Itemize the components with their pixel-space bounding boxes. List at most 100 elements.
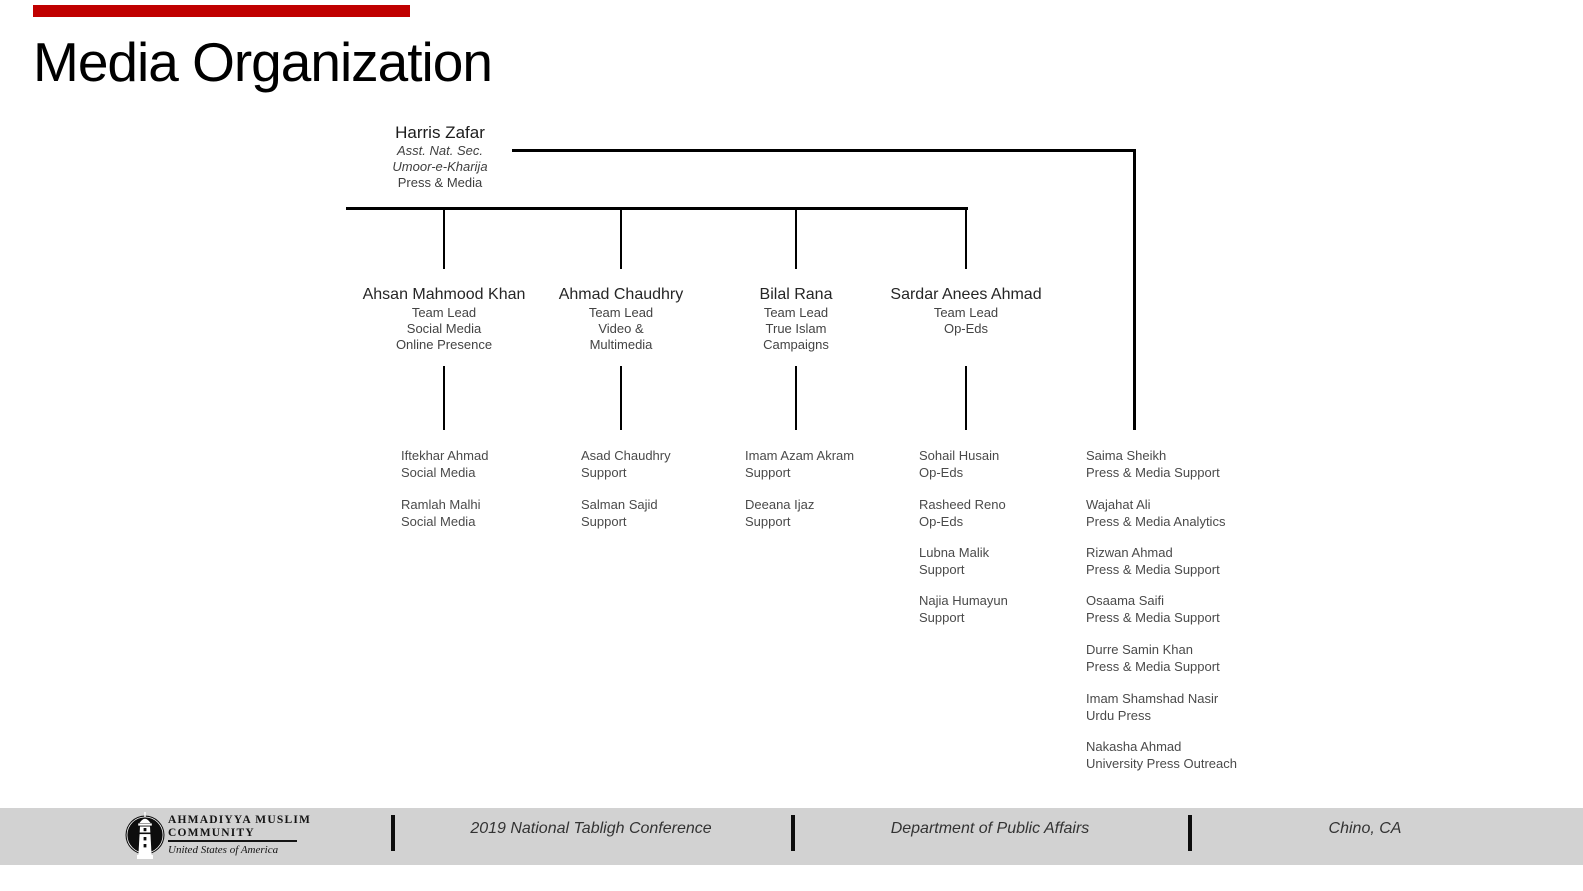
community-country: United States of America — [168, 844, 279, 856]
team-node-social-media: Ahsan Mahmood Khan Team Lead Social Medi… — [274, 284, 614, 353]
member-role: Op-Eds — [919, 465, 964, 480]
member-role: Press & Media Support — [1086, 562, 1220, 577]
member-name: Najia Humayun — [919, 593, 1008, 608]
team-name: Ahmad Chaudhry — [558, 286, 684, 303]
connector-drop-3 — [795, 209, 797, 269]
connector-list-1 — [443, 366, 445, 430]
org-root-name: Harris Zafar — [395, 123, 485, 142]
team-role-line: Team Lead — [933, 305, 999, 320]
team-role-line: Campaigns — [763, 337, 829, 352]
community-name-line-2: COMMUNITY — [168, 827, 255, 839]
team-node-video-multimedia: Ahmad Chaudhry Team Lead Video & Multime… — [451, 284, 791, 353]
team-node-true-islam: Bilal Rana Team Lead True Islam Campaign… — [626, 284, 966, 353]
member-name: Imam Shamshad Nasir — [1086, 691, 1219, 706]
team-role-line: True Islam — [765, 321, 827, 336]
logo-divider — [168, 840, 297, 842]
member-role: Social Media — [401, 465, 476, 480]
footer-conference-label: 2019 National Tabligh Conference — [470, 820, 712, 837]
team-role-line: Social Media — [406, 321, 482, 336]
org-root-role-1: Asst. Nat. Sec. — [397, 143, 483, 158]
team-name: Sardar Anees Ahmad — [890, 286, 1042, 303]
member: Deeana Ijaz Support — [745, 496, 814, 530]
member-name: Deeana Ijaz — [745, 497, 815, 512]
member-name: Saima Sheikh — [1086, 448, 1167, 463]
member: Rasheed Reno Op-Eds — [919, 496, 1006, 530]
member-name: Lubna Malik — [919, 545, 990, 560]
member: Sohail Husain Op-Eds — [919, 447, 999, 481]
team-role-line: Team Lead — [588, 305, 654, 320]
member-role: Support — [919, 562, 965, 577]
team-role-line: Online Presence — [395, 337, 493, 352]
footer-separator — [791, 815, 795, 851]
org-root-node: Harris Zafar Asst. Nat. Sec. Umoor-e-Kha… — [290, 123, 590, 191]
minaret-icon — [125, 812, 165, 859]
member-role: Social Media — [401, 514, 476, 529]
member-name: Durre Samin Khan — [1086, 642, 1193, 657]
connector-root-horizontal — [512, 149, 1136, 152]
member-role: Press & Media Support — [1086, 465, 1220, 480]
member-name: Nakasha Ahmad — [1086, 739, 1182, 754]
member: Durre Samin Khan Press & Media Support — [1086, 641, 1220, 675]
member: Salman Sajid Support — [581, 496, 658, 530]
footer-department-label: Department of Public Affairs — [890, 820, 1090, 837]
member-role: Op-Eds — [919, 514, 964, 529]
member-role: Support — [745, 465, 791, 480]
connector-drop-4 — [965, 209, 967, 269]
org-root-role-3: Press & Media — [397, 175, 483, 190]
member: Asad Chaudhry Support — [581, 447, 671, 481]
footer-separator — [391, 815, 395, 851]
member-name: Imam Azam Akram — [745, 448, 855, 463]
member: Nakasha Ahmad University Press Outreach — [1086, 738, 1237, 772]
community-logo — [124, 811, 166, 861]
member-role: Press & Media Analytics — [1086, 514, 1226, 529]
member: Imam Shamshad Nasir Urdu Press — [1086, 690, 1218, 724]
member-name: Ramlah Malhi — [401, 497, 481, 512]
member-name: Rasheed Reno — [919, 497, 1006, 512]
team-name: Ahsan Mahmood Khan — [362, 286, 526, 303]
member-name: Sohail Husain — [919, 448, 1000, 463]
team-role-line: Multimedia — [589, 337, 653, 352]
community-name-line-1: AHMADIYYA MUSLIM — [168, 814, 312, 826]
member-role: Support — [581, 514, 627, 529]
member-role: Support — [581, 465, 627, 480]
footer-separator — [1188, 815, 1192, 851]
team-role-line: Team Lead — [411, 305, 477, 320]
member-name: Iftekhar Ahmad — [401, 448, 489, 463]
member-role: Support — [745, 514, 791, 529]
connector-drop-1 — [443, 209, 445, 269]
member-name: Salman Sajid — [581, 497, 658, 512]
member-role: Press & Media Support — [1086, 610, 1220, 625]
member-role: Support — [919, 610, 965, 625]
team-node-op-eds: Sardar Anees Ahmad Team Lead Op-Eds — [796, 284, 1136, 337]
member: Iftekhar Ahmad Social Media — [401, 447, 488, 481]
member: Imam Azam Akram Support — [745, 447, 854, 481]
team-role-line: Video & — [598, 321, 644, 336]
team-name: Bilal Rana — [759, 286, 833, 303]
member-name: Asad Chaudhry — [581, 448, 671, 463]
connector-teams-bar — [346, 207, 968, 210]
page-title: Media Organization — [33, 31, 493, 93]
member-role: University Press Outreach — [1086, 756, 1237, 771]
connector-right-vertical — [1133, 149, 1136, 430]
member-name: Rizwan Ahmad — [1086, 545, 1173, 560]
member: Lubna Malik Support — [919, 544, 989, 578]
member-role: Urdu Press — [1086, 708, 1152, 723]
member-role: Press & Media Support — [1086, 659, 1220, 674]
member-name: Wajahat Ali — [1086, 497, 1151, 512]
org-root-role-2: Umoor-e-Kharija — [392, 159, 488, 174]
member: Saima Sheikh Press & Media Support — [1086, 447, 1220, 481]
member-name: Osaama Saifi — [1086, 593, 1165, 608]
team-role-line: Team Lead — [763, 305, 829, 320]
connector-list-2 — [620, 366, 622, 430]
footer-location-label: Chino, CA — [1328, 820, 1402, 837]
team-role-line: Op-Eds — [943, 321, 989, 336]
member: Osaama Saifi Press & Media Support — [1086, 592, 1220, 626]
community-logo-text: AHMADIYYA MUSLIM COMMUNITY — [168, 814, 368, 840]
connector-list-3 — [795, 366, 797, 430]
member: Ramlah Malhi Social Media — [401, 496, 480, 530]
accent-bar — [33, 5, 410, 17]
connector-list-4 — [965, 366, 967, 430]
connector-drop-2 — [620, 209, 622, 269]
member: Najia Humayun Support — [919, 592, 1008, 626]
member: Wajahat Ali Press & Media Analytics — [1086, 496, 1225, 530]
